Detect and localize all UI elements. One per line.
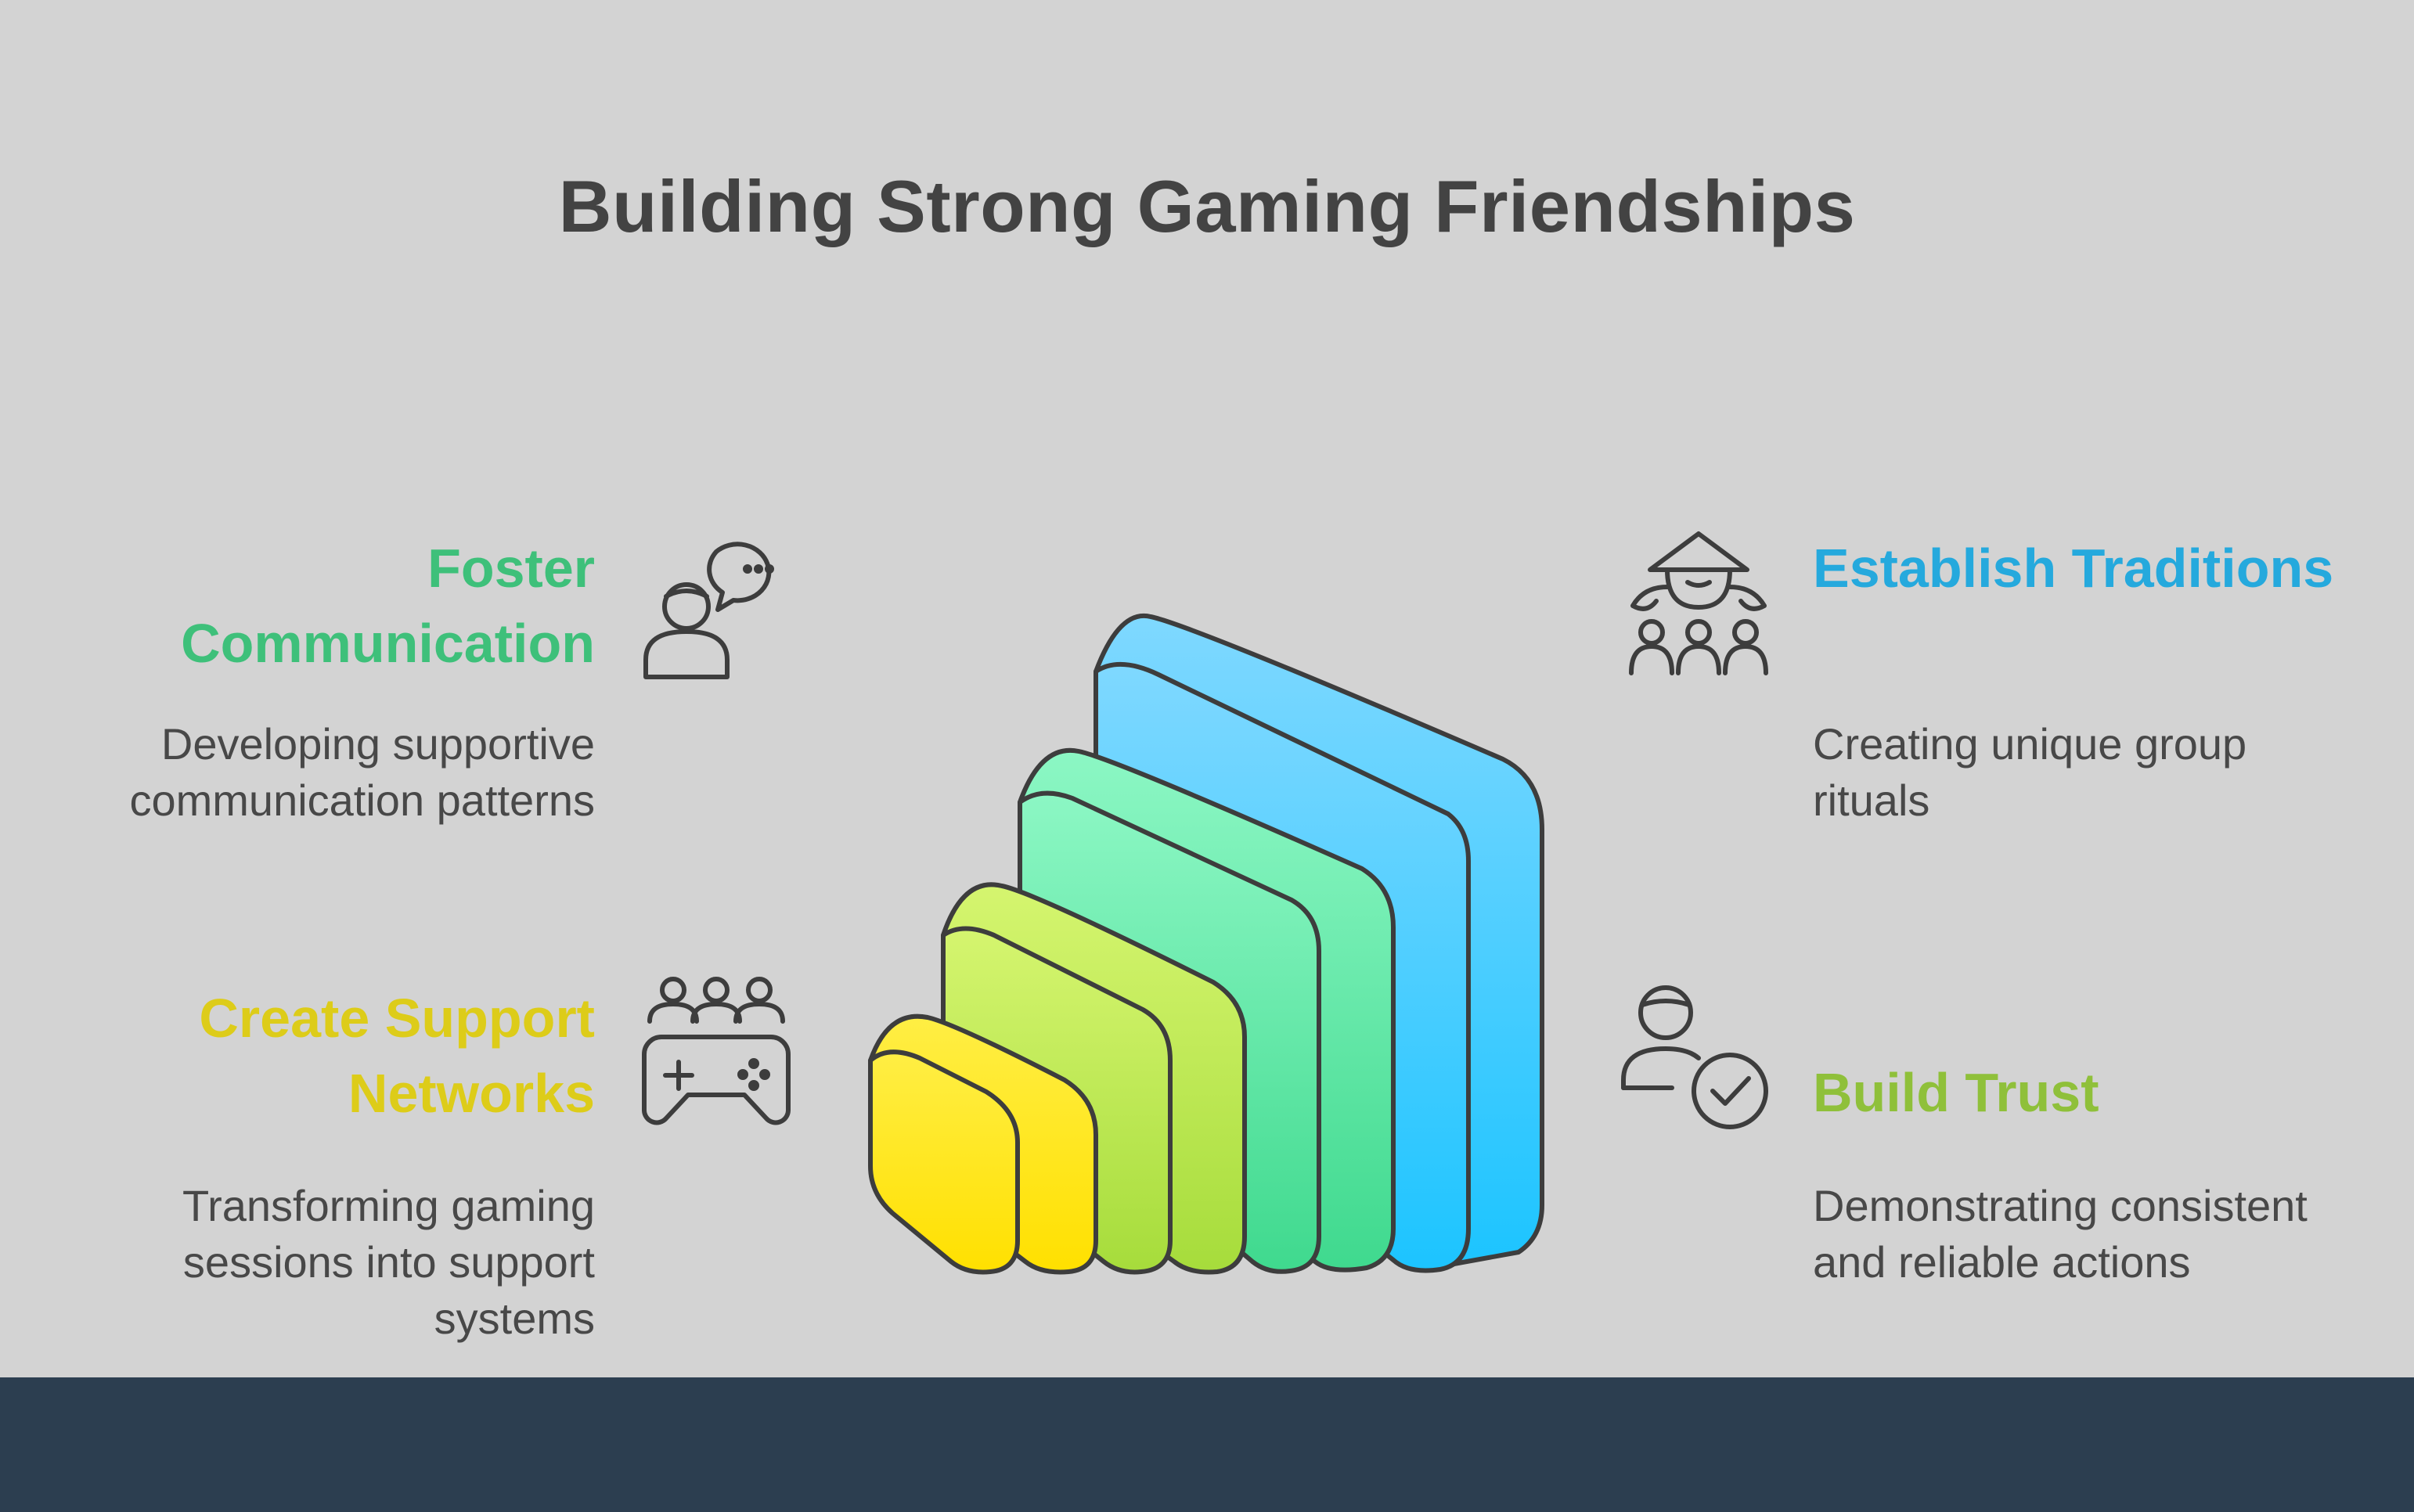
desc-foster-communication: Developing supportive communication patt… xyxy=(129,719,595,825)
heading-build-trust: Build Trust xyxy=(1813,1062,2099,1123)
desc-establish-traditions: Creating unique group rituals xyxy=(1813,719,2247,825)
heading-create-support-networks: Create Support Networks xyxy=(199,988,595,1124)
heading-establish-traditions: Establish Traditions xyxy=(1813,538,2334,599)
footer-bar xyxy=(0,1377,2414,1512)
person-check-icon xyxy=(1621,985,1768,1129)
page-title: Building Strong Gaming Friendships xyxy=(558,165,1856,247)
stacked-layers-diagram xyxy=(868,613,1544,1275)
desc-create-support-networks: Transforming gaming sessions into suppor… xyxy=(182,1181,595,1343)
group-gamepad-icon xyxy=(642,977,791,1125)
desc-build-trust: Demonstrating consistent and reliable ac… xyxy=(1813,1181,2308,1287)
ritual-group-icon xyxy=(1629,531,1768,675)
diagram-canvas: Building Strong Gaming Friendships Foste… xyxy=(129,165,2334,1343)
heading-foster-communication: Foster Communication xyxy=(181,538,595,674)
chat-person-icon xyxy=(643,542,774,679)
